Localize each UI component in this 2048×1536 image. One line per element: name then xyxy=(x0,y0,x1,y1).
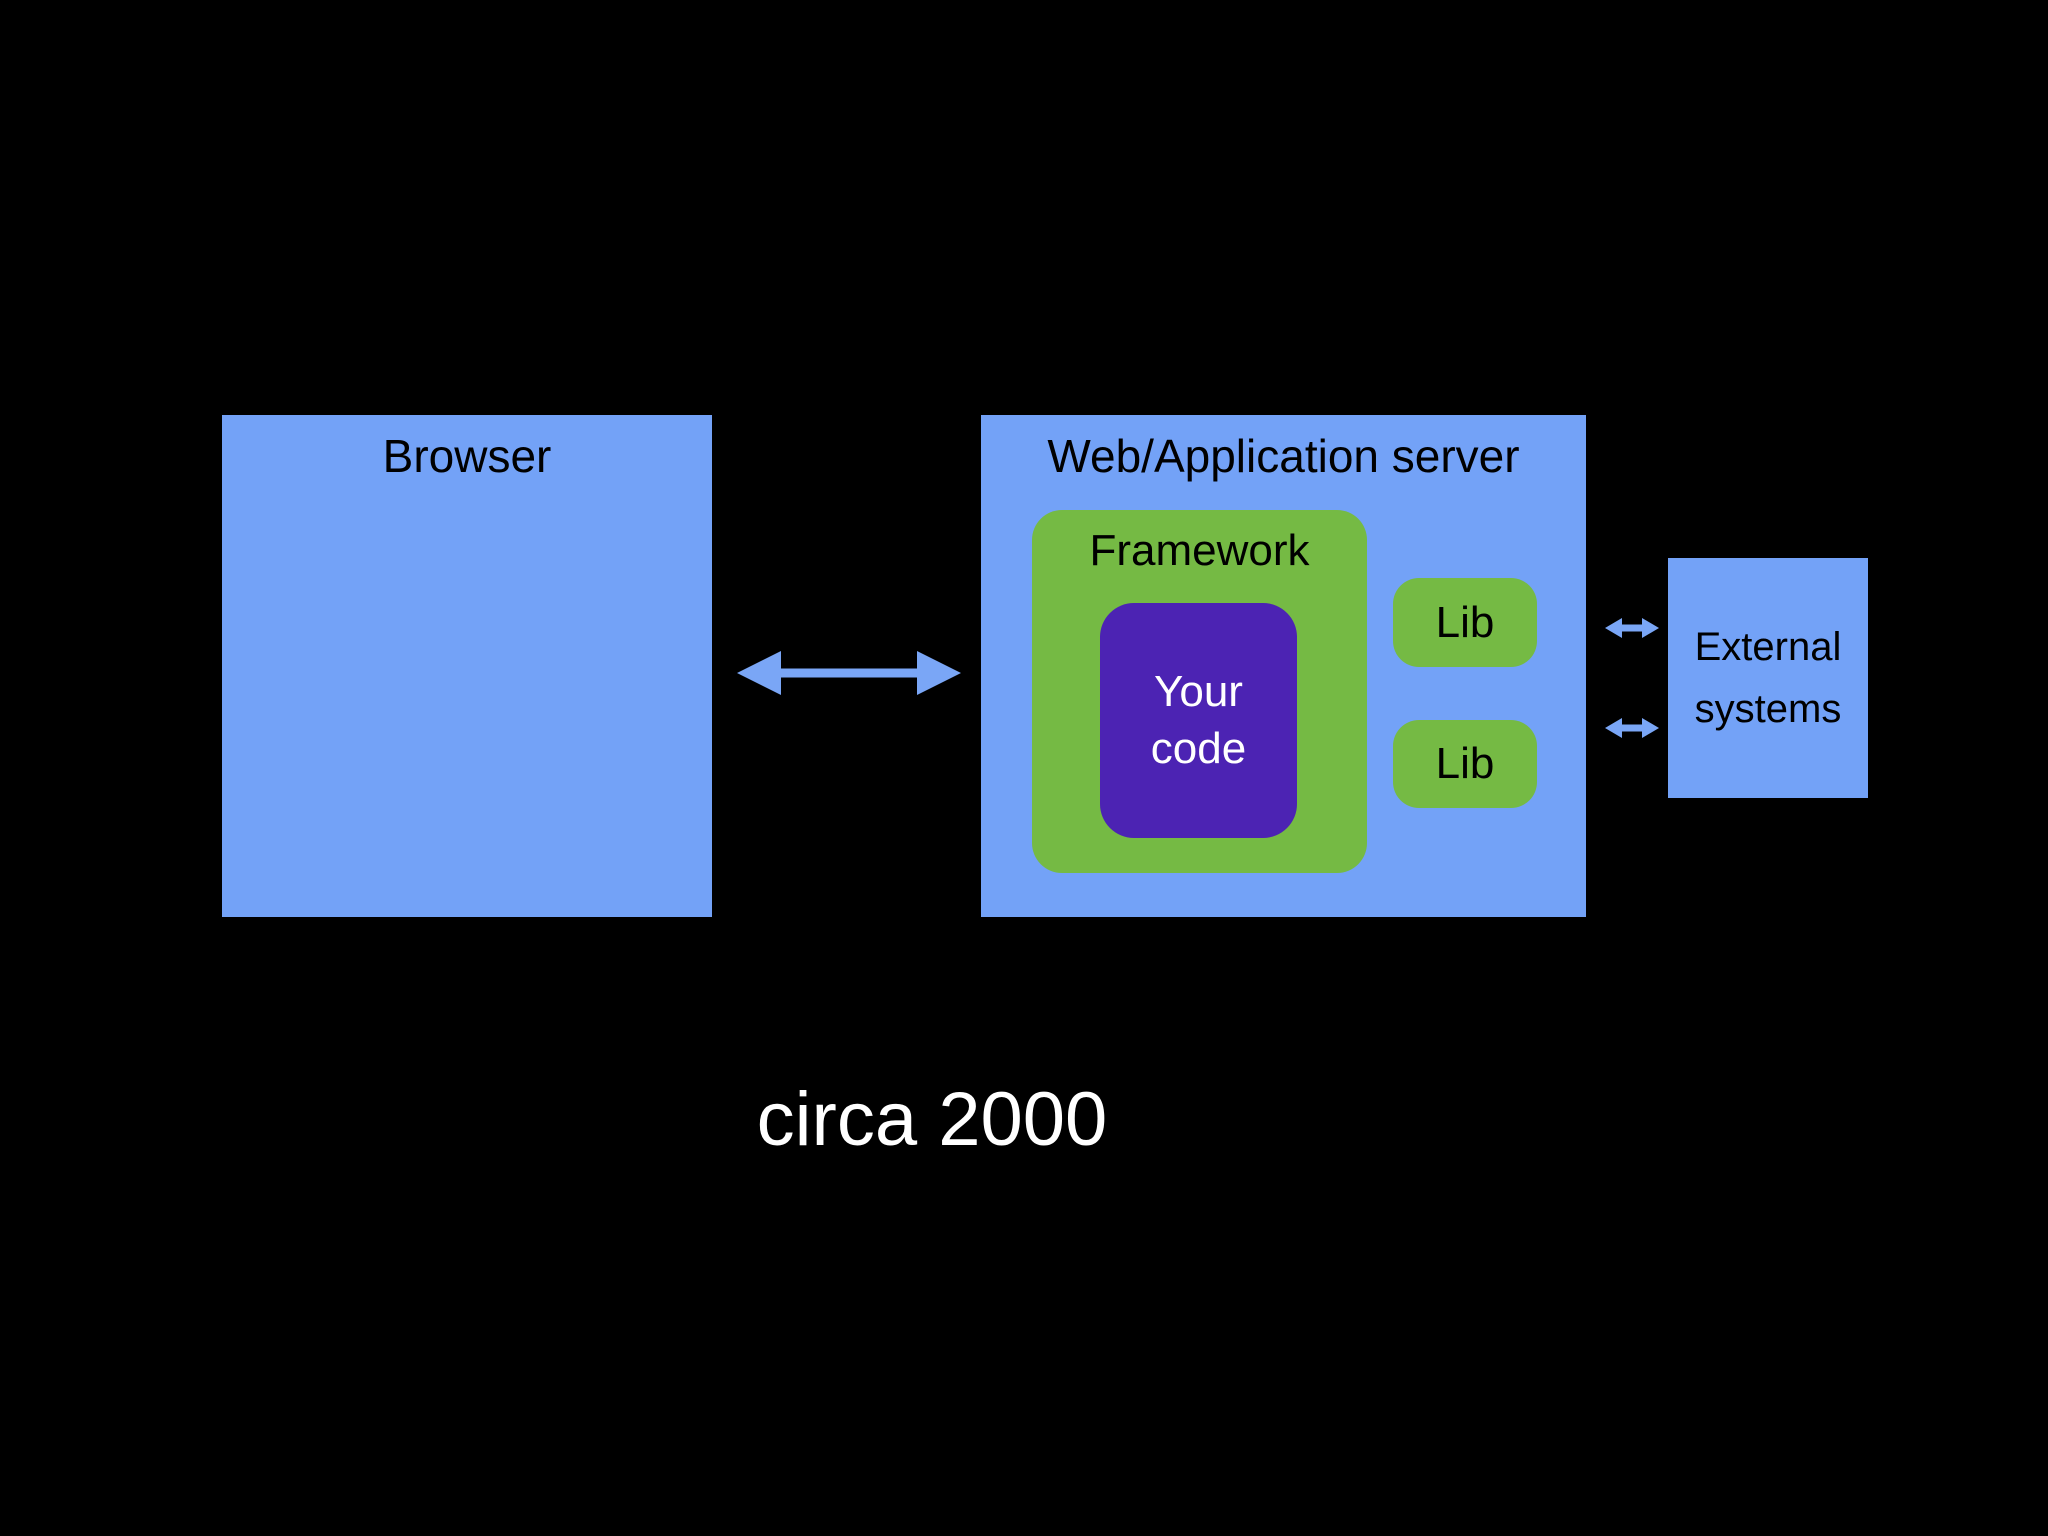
external-systems-label-line1: External xyxy=(1694,625,1842,669)
external-systems-box: External systems xyxy=(1668,558,1868,798)
lib-bottom-label: Lib xyxy=(1435,739,1495,788)
framework-box: Framework Your code xyxy=(1032,510,1367,873)
web-application-server-box: Web/Application server Framework Your co… xyxy=(981,415,1586,917)
browser-server-bidirectional-arrow-icon xyxy=(737,651,961,695)
lib-box-top: Lib xyxy=(1393,578,1537,667)
server-label: Web/Application server xyxy=(1047,430,1520,482)
arrow-shape xyxy=(1605,618,1659,638)
your-code-label-line1: Your xyxy=(1154,667,1243,717)
arrow-shape xyxy=(1605,718,1659,738)
lib-box-bottom: Lib xyxy=(1393,720,1537,808)
server-external-bidirectional-arrow-bottom-icon xyxy=(1605,718,1659,738)
lib-top-label: Lib xyxy=(1435,597,1495,647)
your-code-box: Your code xyxy=(1100,603,1297,838)
browser-label: Browser xyxy=(382,430,552,482)
browser-box: Browser xyxy=(222,415,712,917)
caption: circa 2000 xyxy=(756,1077,1108,1162)
framework-label: Framework xyxy=(1089,526,1310,575)
arrow-shape xyxy=(737,651,961,695)
external-systems-label-line2: systems xyxy=(1694,687,1842,731)
server-external-bidirectional-arrow-top-icon xyxy=(1605,618,1659,638)
your-code-label-line2: code xyxy=(1150,723,1247,773)
